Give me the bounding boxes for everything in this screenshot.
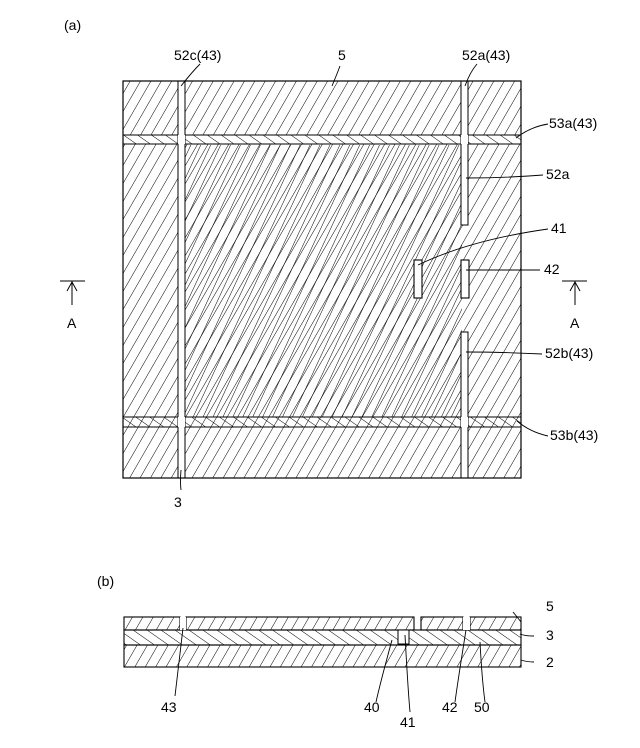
leader-b-2 bbox=[521, 660, 534, 662]
section-label-right: A bbox=[570, 315, 580, 331]
cross-52c-53b bbox=[178, 417, 185, 427]
leader-3 bbox=[181, 470, 182, 490]
label-53b: 53b(43) bbox=[550, 427, 598, 443]
layer-5-seg-4 bbox=[470, 617, 521, 630]
notch-42 bbox=[463, 617, 470, 630]
groove-52b bbox=[461, 332, 468, 478]
label-3: 3 bbox=[174, 494, 182, 510]
layer-5-seg-3 bbox=[421, 617, 463, 630]
cross-52b-53b bbox=[461, 417, 468, 427]
leader-b-3 bbox=[520, 634, 534, 636]
section-arrow-left bbox=[60, 281, 85, 305]
label-52a-top: 52a(43) bbox=[462, 47, 510, 63]
slot-41 bbox=[414, 260, 422, 298]
label-b-50: 50 bbox=[474, 699, 490, 715]
groove-52a bbox=[461, 81, 468, 225]
label-53a: 53a(43) bbox=[549, 115, 597, 131]
label-52b: 52b(43) bbox=[545, 345, 593, 361]
layer-5-seg-1 bbox=[124, 617, 180, 630]
cut-41 bbox=[398, 630, 409, 644]
label-b-5: 5 bbox=[546, 598, 554, 614]
label-52a: 52a bbox=[546, 166, 570, 182]
label-b-41: 41 bbox=[400, 714, 416, 730]
layer-5-seg-2 bbox=[186, 617, 414, 630]
label-b-42: 42 bbox=[442, 699, 458, 715]
panel-b: (b) 5 3 2 43 40 41 42 50 bbox=[97, 573, 554, 730]
leader-53b bbox=[517, 421, 548, 436]
cross-52c-53a bbox=[178, 135, 185, 144]
label-b-40: 40 bbox=[364, 699, 380, 715]
panel-b-label: (b) bbox=[97, 573, 114, 589]
section-label-left: A bbox=[67, 315, 77, 331]
section-arrow-right bbox=[562, 281, 587, 305]
slot-42 bbox=[461, 260, 469, 298]
label-b-3: 3 bbox=[546, 627, 554, 643]
layer-3 bbox=[124, 630, 521, 645]
label-41: 41 bbox=[551, 220, 567, 236]
panel-a-label: (a) bbox=[64, 17, 81, 33]
label-52c: 52c(43) bbox=[174, 47, 221, 63]
label-42: 42 bbox=[544, 261, 560, 277]
panel-a: (a) bbox=[60, 17, 598, 510]
label-b-43: 43 bbox=[161, 699, 177, 715]
label-5-top: 5 bbox=[338, 47, 346, 63]
cross-52a-53a bbox=[461, 135, 468, 144]
label-b-2: 2 bbox=[546, 654, 554, 670]
